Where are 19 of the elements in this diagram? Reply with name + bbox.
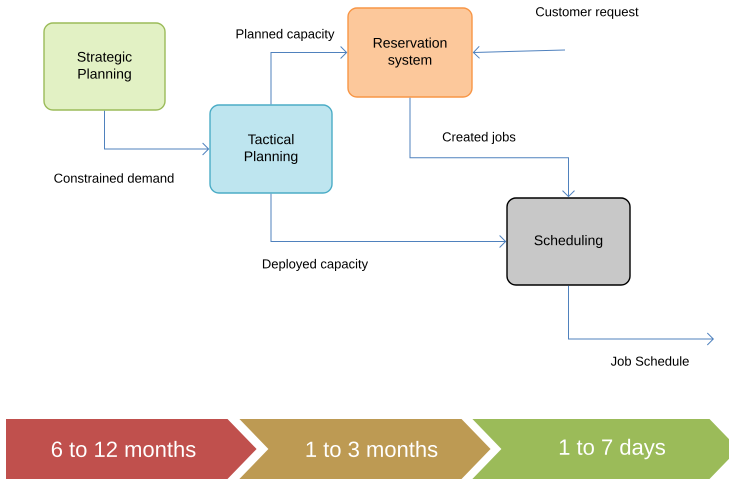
edge-label: Customer request <box>536 7 639 19</box>
arrow <box>410 97 575 198</box>
process-box: Reservation system <box>347 7 473 98</box>
edge-label: Planned capacity <box>236 28 334 42</box>
chevron-band: 1 to 3 months <box>234 417 494 480</box>
arrow <box>472 46 566 59</box>
process-box: Strategic Planning <box>43 22 166 111</box>
edge-label: Constrained demand <box>54 173 174 183</box>
process-box: Scheduling <box>506 197 631 286</box>
arrow <box>270 46 348 105</box>
chevron-band: 1 to 7 days <box>468 417 729 480</box>
arrow <box>270 193 506 248</box>
edge-label: Created jobs <box>442 132 516 144</box>
process-box: Tactical Planning <box>209 104 333 194</box>
edge-label: Job Schedule <box>610 356 689 366</box>
chevron-band: 6 to 12 months <box>4 417 260 480</box>
edge-label: Deployed capacity <box>262 258 368 272</box>
arrow <box>104 110 210 156</box>
arrow <box>568 285 714 346</box>
